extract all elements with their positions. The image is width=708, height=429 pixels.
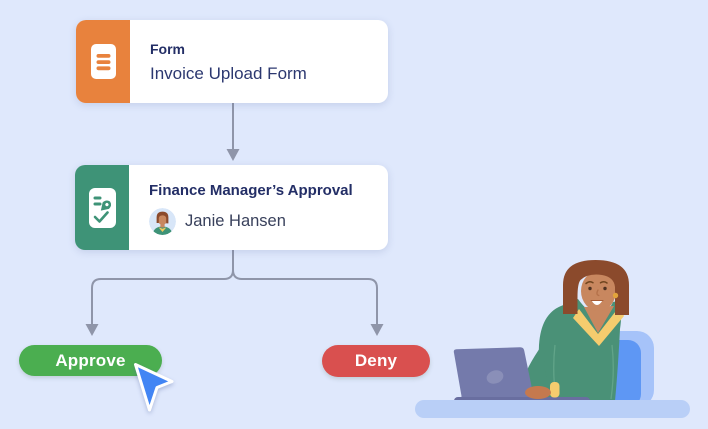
sleeve-cuff	[550, 382, 560, 398]
hair	[563, 260, 629, 315]
form-title: Invoice Upload Form	[150, 63, 307, 83]
connector-branch-right	[232, 249, 384, 336]
form-icon-panel	[76, 20, 130, 103]
connector-form-to-approval	[226, 102, 240, 161]
form-step-card[interactable]: Form Invoice Upload Form	[76, 20, 388, 103]
connector-branch-left	[85, 249, 234, 336]
chest	[584, 306, 614, 333]
arrowhead-down-icon	[85, 324, 99, 336]
assignee-name: Janie Hansen	[185, 211, 286, 230]
janie-hansen-avatar	[149, 207, 176, 235]
approve-button[interactable]: Approve	[19, 345, 162, 376]
smile	[591, 300, 603, 305]
face	[581, 271, 616, 311]
desk	[415, 400, 690, 418]
hand	[525, 386, 551, 399]
approval-title: Finance Manager’s Approval	[149, 181, 353, 199]
arrowhead-down-icon	[370, 324, 384, 336]
cursor-pointer-icon	[134, 363, 174, 412]
arrowhead-down-icon	[226, 149, 240, 161]
earring	[612, 292, 619, 299]
signature-pen-icon	[88, 187, 116, 228]
document-lines-icon	[90, 44, 116, 79]
woman-at-laptop-illustration	[415, 260, 690, 418]
laptop-logo	[486, 370, 504, 384]
approval-step-card[interactable]: Finance Manager’s Approval	[75, 165, 388, 250]
approval-icon-panel	[75, 165, 129, 250]
form-type-label: Form	[150, 40, 185, 57]
assignee-row: Janie Hansen	[149, 207, 376, 235]
deny-button[interactable]: Deny	[322, 345, 430, 377]
